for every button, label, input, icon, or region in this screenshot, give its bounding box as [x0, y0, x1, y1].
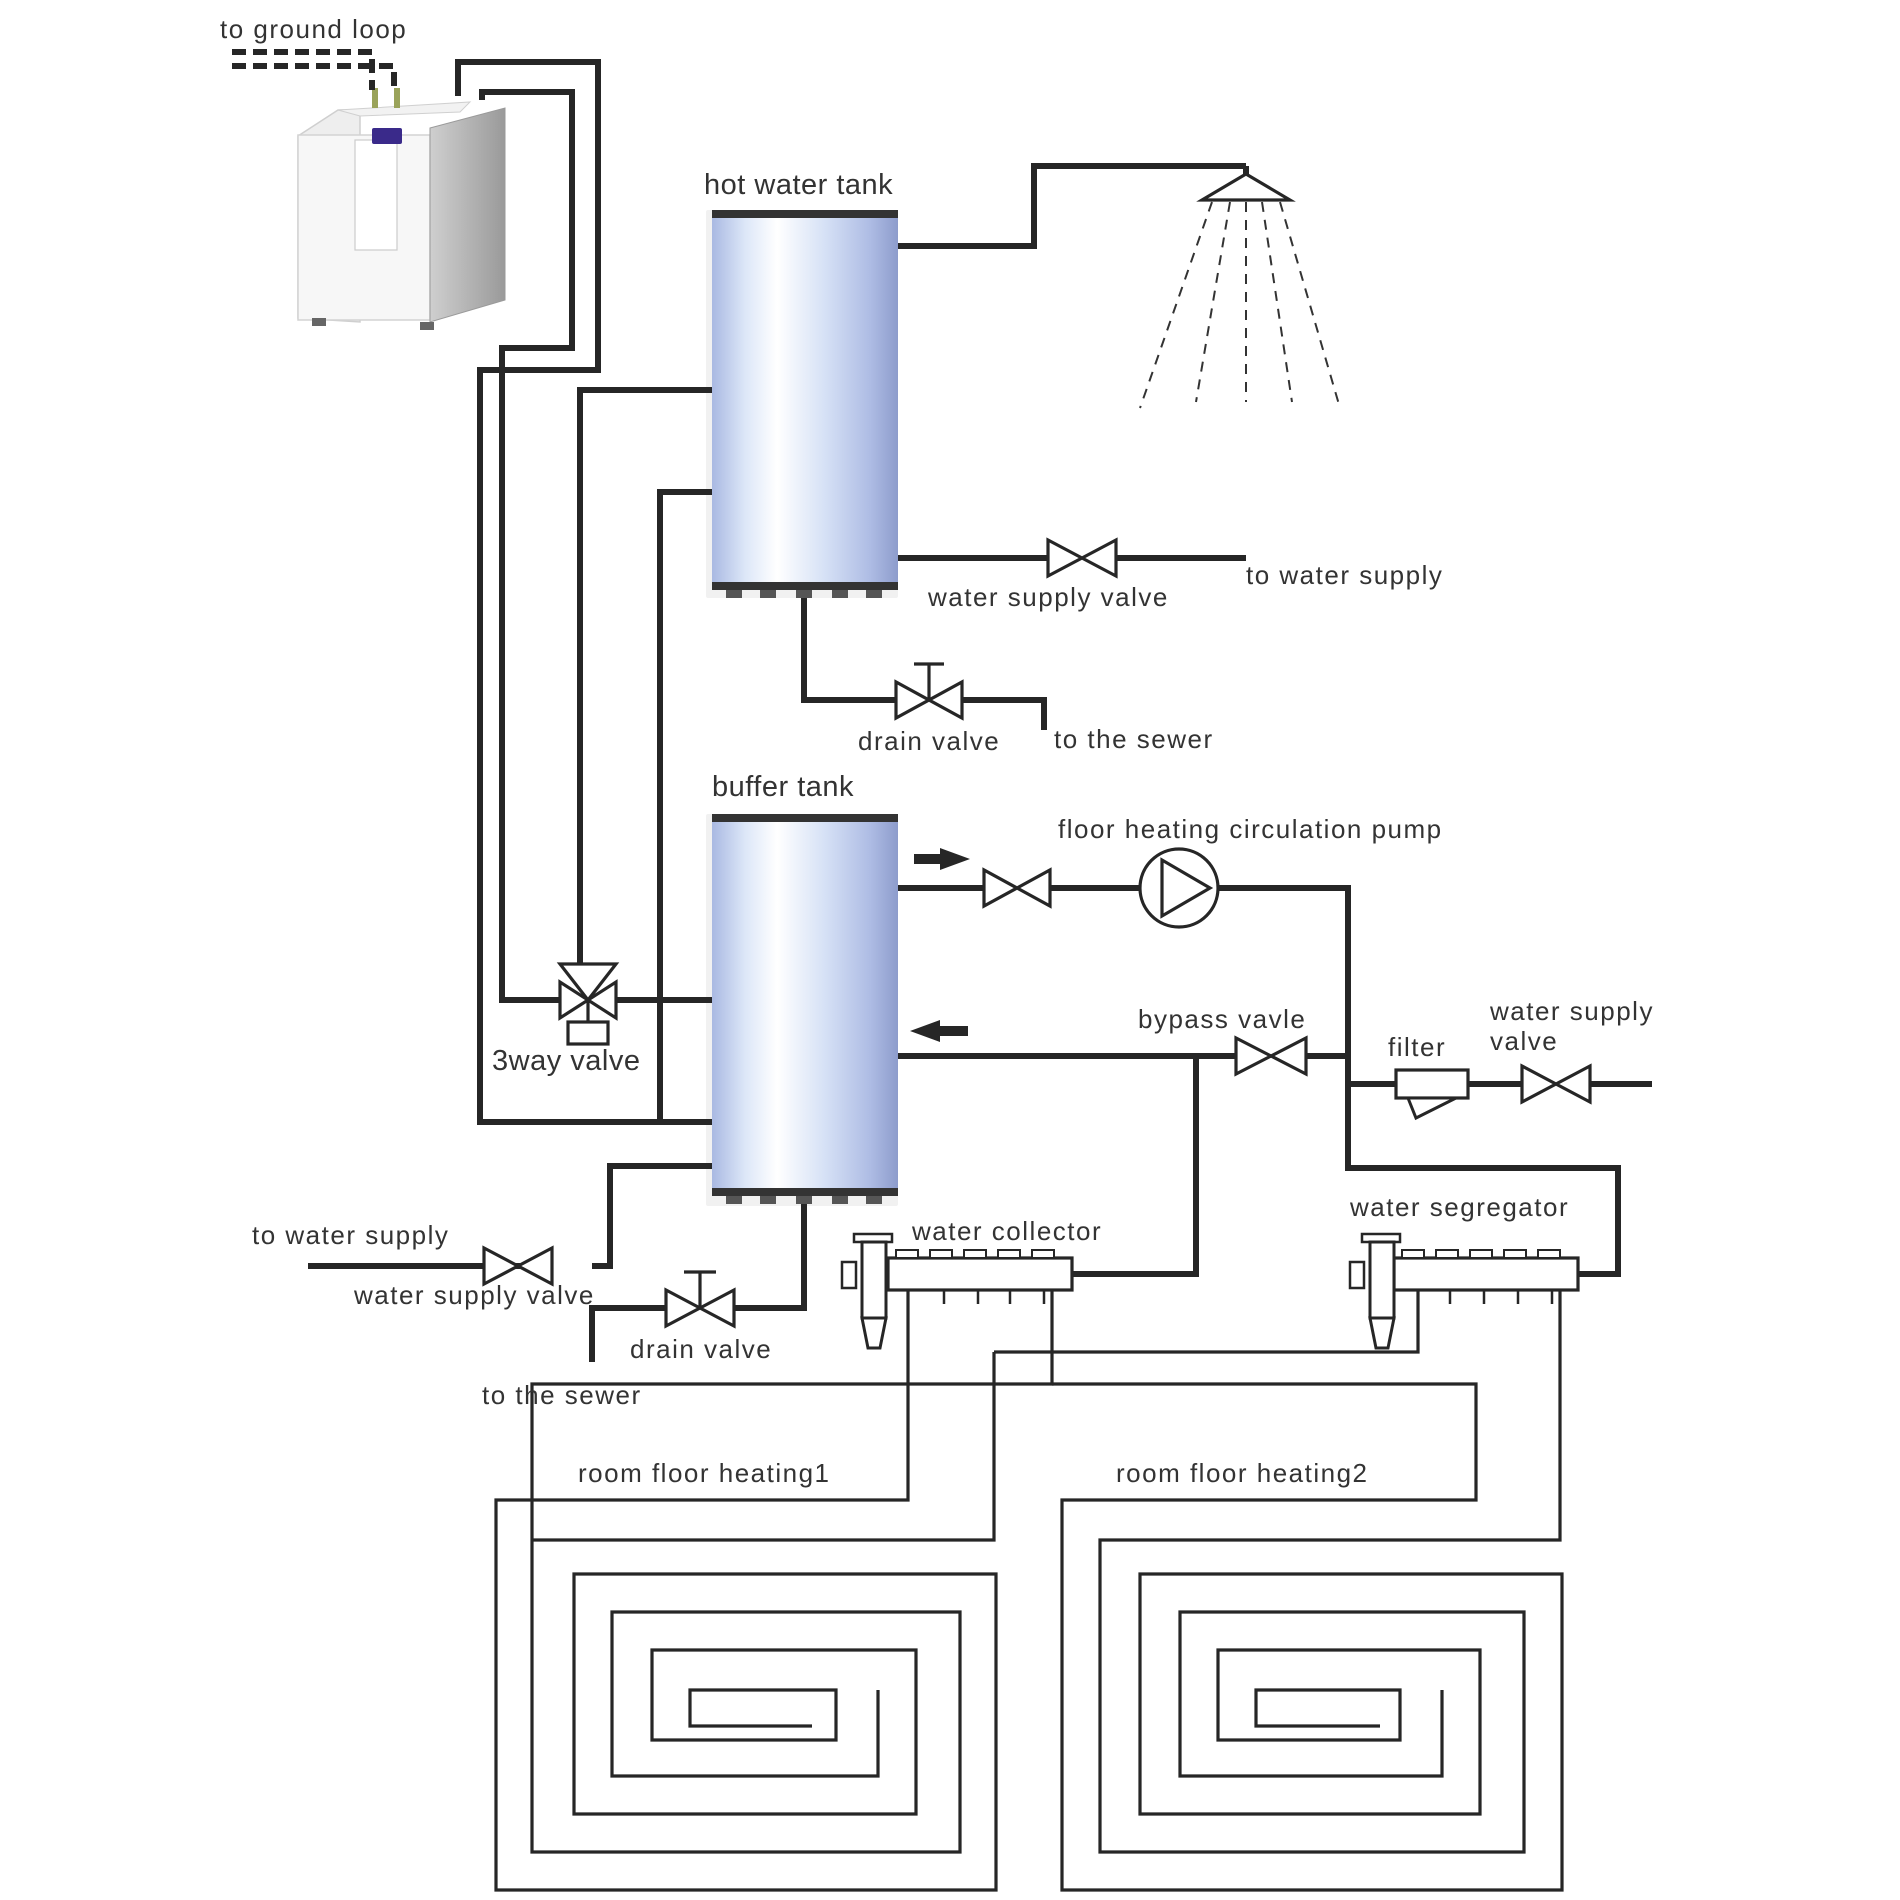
three-way-valve — [556, 962, 620, 1046]
filter — [1394, 1068, 1470, 1121]
label-hot-water-tank: hot water tank — [704, 169, 893, 201]
water-supply-valve-top — [1046, 537, 1118, 579]
label-to-the-sewer-top: to the sewer — [1054, 724, 1214, 754]
heat-pump-unit — [297, 88, 506, 330]
label-water-collector: water collector — [911, 1216, 1102, 1246]
buffer-tank — [706, 814, 898, 1206]
bypass-valve — [1234, 1035, 1308, 1077]
label-buffer-tank: buffer tank — [712, 771, 854, 803]
drain-valve-bottom — [664, 1270, 736, 1329]
label-to-the-sewer-bottom: to the sewer — [482, 1380, 642, 1410]
water-supply-valve-right — [1520, 1063, 1592, 1105]
flow-arrow-out — [914, 848, 970, 870]
label-bypass-valve: bypass vavle — [1138, 1004, 1306, 1034]
hot-water-tank — [706, 210, 898, 598]
label-three-way-valve: 3way valve — [492, 1045, 640, 1077]
water-collector — [840, 1232, 1074, 1350]
label-water-supply-valve-top: water supply valve — [927, 582, 1169, 612]
label-water-supply-valve-right-line1: water supply — [1489, 996, 1654, 1026]
floor-heating-loop-2 — [994, 1290, 1564, 1892]
flow-arrow-in — [910, 1020, 968, 1042]
drain-valve-top — [894, 662, 964, 721]
water-supply-valve-bottom — [482, 1245, 554, 1287]
label-room-floor-heating-1: room floor heating1 — [578, 1458, 831, 1488]
shower-head — [1139, 166, 1341, 409]
heat-pump-pipes — [455, 59, 712, 1125]
ground-loop-pipes — [232, 49, 397, 90]
water-segregator — [1348, 1232, 1580, 1350]
label-water-supply-valve-right-line2: valve — [1490, 1026, 1558, 1056]
pump-outlet-valve — [982, 867, 1052, 909]
buffer-tank-pipes — [308, 885, 1652, 1362]
heat-pump-display — [372, 128, 402, 144]
label-drain-valve-top: drain valve — [858, 726, 1000, 756]
label-circulation-pump: floor heating circulation pump — [1058, 814, 1443, 844]
label-ground-loop: to ground loop — [220, 14, 407, 44]
label-filter: filter — [1388, 1032, 1446, 1062]
label-to-water-supply-bottom: to water supply — [252, 1220, 449, 1250]
label-drain-valve-bottom: drain valve — [630, 1334, 772, 1364]
hot-water-tank-pipes — [801, 163, 1246, 730]
label-to-water-supply-top: to water supply — [1246, 560, 1443, 590]
floor-heating-loop-1 — [494, 1290, 1054, 1892]
label-water-segregator: water segregator — [1349, 1192, 1569, 1222]
circulation-pump — [1138, 847, 1220, 929]
label-room-floor-heating-2: room floor heating2 — [1116, 1458, 1369, 1488]
label-water-supply-valve-bottom: water supply valve — [353, 1280, 595, 1310]
